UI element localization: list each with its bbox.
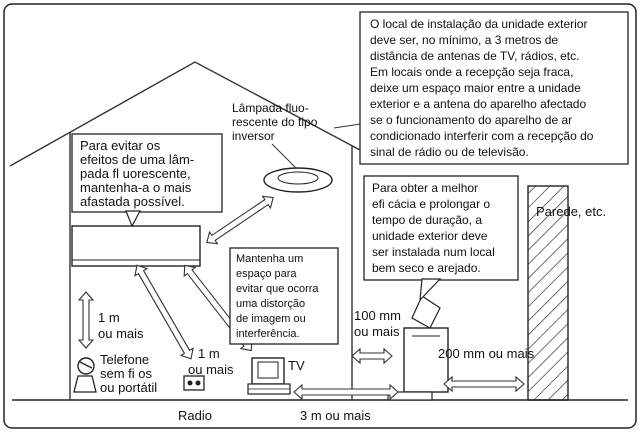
one-m-label-a: 1 m ou mais [98,310,144,341]
fluorescent-warning-pointer [125,210,141,228]
hundred-mm-label: 100 mm ou mais [354,308,405,339]
wall-label: Parede, etc. [536,204,606,219]
two-hundred-mm-label: 200 mm ou mais [438,346,535,361]
arrow-1m-vertical [77,291,95,349]
efficiency-note: Para obter a melhor efi cácia e prolonga… [372,181,498,275]
arrow-200mm [443,375,525,393]
arrow-3m [293,383,399,401]
lamp-pointer-line [271,143,297,169]
house-outline [9,61,361,167]
fluorescent-warning-note: Para evitar os efeitos de uma lâm- pada … [80,138,198,209]
wall-hatched [527,185,569,401]
radio-icon [183,375,205,391]
distortion-warning-note: Mantenha um espaço para evitar que ocorr… [236,253,322,340]
phone-user-icon [73,357,97,393]
fluorescent-lamp-icon [263,167,333,193]
efficiency-note-pointer [419,278,442,302]
arrow-100mm [351,347,393,365]
phone-label: Telefone sem fi os ou portátil [100,352,157,395]
tv-icon [247,357,291,395]
outdoor-unit-note: O local de instalação da unidade exterio… [370,17,597,159]
arrow-ac-to-radio [134,264,194,360]
efficiency-note-box [363,175,519,281]
outdoor-unit-note-box [359,11,629,165]
lamp-label: Lâmpada fluo- rescente do tipo inversor [232,101,321,143]
outdoor-unit-icon [387,295,449,401]
fluorescent-warning-box [71,133,223,213]
radio-label: Radio [178,408,212,423]
indoor-unit-icon [71,225,201,267]
tv-label: TV [288,358,305,373]
arrow-ac-to-lamp [206,195,274,245]
one-m-label-b: 1 m ou mais [188,346,234,377]
distortion-warning-box [229,247,339,345]
three-m-label: 3 m ou mais [300,408,371,423]
